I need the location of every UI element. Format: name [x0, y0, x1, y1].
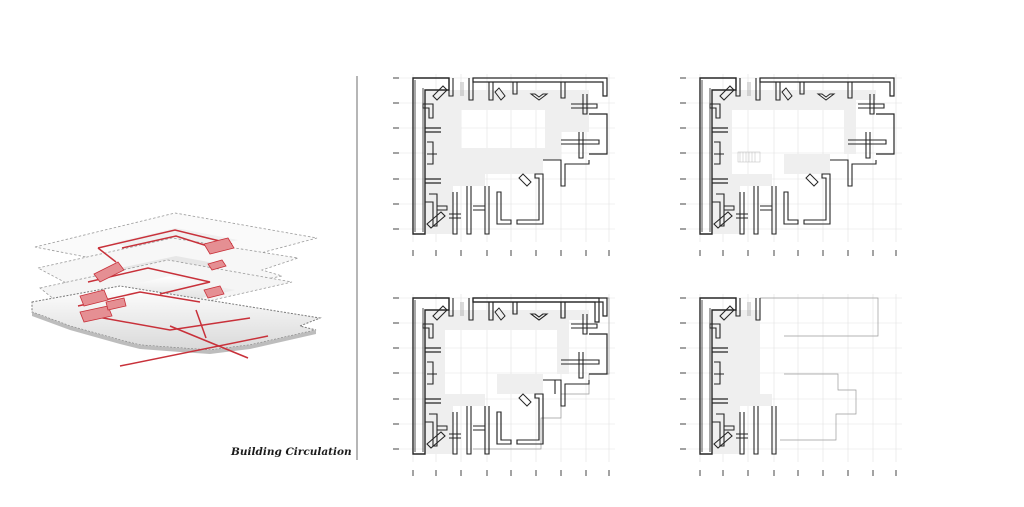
floor-plan-bottom-right [679, 293, 903, 477]
axonometric-diagram [31, 212, 322, 367]
slab-level-1 [31, 285, 322, 354]
floor-plan-top-right [679, 73, 903, 257]
floor-plan-top-left [392, 73, 616, 257]
floor-plan-bottom-left [392, 293, 616, 477]
stair-core-markers [79, 237, 235, 323]
diagram-caption: Building Circulation [231, 446, 352, 458]
